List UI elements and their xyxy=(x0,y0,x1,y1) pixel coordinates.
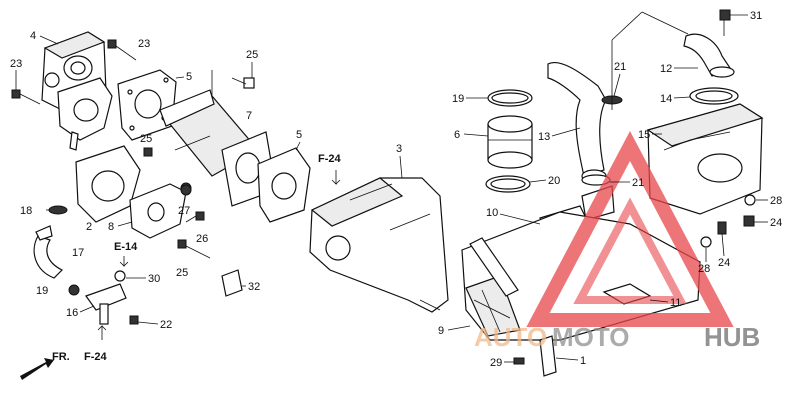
callout-23-left: 23 xyxy=(10,58,22,70)
callout-26: 26 xyxy=(196,233,208,245)
part-9-silencer xyxy=(461,211,701,341)
bolt-24-mid xyxy=(717,221,727,235)
watermark-auto: AUTO xyxy=(474,322,547,352)
callout-18: 18 xyxy=(20,205,32,217)
watermark-triangle xyxy=(526,131,734,327)
bolt-26 xyxy=(185,211,205,223)
bolt-25-bottom xyxy=(177,239,211,259)
part-12-elbow xyxy=(683,33,735,78)
callout-24-mid: 24 xyxy=(718,257,730,269)
part-5-gasket-upper xyxy=(117,69,177,141)
part-3-muffler-body xyxy=(309,177,449,313)
callout-28-right: 28 xyxy=(770,195,782,207)
callout-17: 17 xyxy=(72,247,84,259)
ref-arrow-e14 xyxy=(119,256,129,267)
part-17-hose xyxy=(33,225,64,279)
watermark: AUTO MOTO HUB xyxy=(474,131,760,352)
front-arrow-icon xyxy=(20,358,54,380)
part-5-gasket-lower xyxy=(257,147,311,223)
watermark-hub: HUB xyxy=(704,322,760,352)
callout-25-left: 25 xyxy=(140,133,152,145)
callout-11: 11 xyxy=(670,297,681,309)
callout-28-mid: 28 xyxy=(698,263,710,275)
callout-23-top: 23 xyxy=(138,38,150,50)
callout-25-bottom: 25 xyxy=(176,267,188,279)
part-18-oring xyxy=(48,205,68,215)
part-4-flange xyxy=(57,77,113,151)
part-28-washer-right xyxy=(744,194,756,206)
part-13-tube xyxy=(547,62,607,183)
callout-24-right: 24 xyxy=(770,217,782,229)
callout-4: 4 xyxy=(30,30,36,42)
part-16-fitting xyxy=(68,283,127,325)
part-8-bracket xyxy=(129,183,187,239)
callout-5-lower: 5 xyxy=(296,129,302,141)
callout-31: 31 xyxy=(750,10,762,22)
bolt-24-right xyxy=(743,215,755,227)
ref-arrow-f24-bottom xyxy=(97,325,107,340)
bolt-29 xyxy=(513,357,525,365)
ref-f24-top: F-24 xyxy=(318,153,342,165)
callout-25-top: 25 xyxy=(246,49,258,61)
part-14-ring xyxy=(689,87,739,105)
ref-e14: E-14 xyxy=(114,241,138,253)
part-2-gasket xyxy=(75,145,141,223)
callout-5-upper: 5 xyxy=(186,71,192,83)
part-28-washer-mid xyxy=(700,236,712,248)
callout-21-lower: 21 xyxy=(632,177,644,189)
callout-30: 30 xyxy=(148,273,160,285)
callout-7: 7 xyxy=(246,110,252,122)
part-1-bracket xyxy=(539,335,557,377)
callout-3: 3 xyxy=(396,143,402,155)
part-19-band xyxy=(487,89,533,107)
callout-8: 8 xyxy=(108,221,114,233)
bolt-23-top xyxy=(107,39,137,61)
ref-f24-bottom: F-24 xyxy=(84,351,108,363)
part-30-washer xyxy=(114,270,126,282)
callout-27: 27 xyxy=(178,205,190,217)
callout-20: 20 xyxy=(548,175,560,187)
bolt-25-left xyxy=(143,147,153,157)
callout-32: 32 xyxy=(248,281,260,293)
part-20-clamp xyxy=(485,175,531,193)
callout-16: 16 xyxy=(66,307,78,319)
assembly-lines xyxy=(211,11,689,110)
callout-19-right: 19 xyxy=(452,93,464,105)
callout-15: 15 xyxy=(638,129,650,141)
bolt-31 xyxy=(719,9,731,36)
part-32-clip xyxy=(221,269,243,297)
callout-14: 14 xyxy=(660,93,672,105)
ref-arrow-f24-top xyxy=(331,170,341,185)
watermark-moto: MOTO xyxy=(552,322,630,352)
callout-29: 29 xyxy=(490,357,502,369)
callout-9: 9 xyxy=(438,325,444,337)
callout-6: 6 xyxy=(454,129,460,141)
front-direction-indicator: FR. xyxy=(20,351,70,380)
callout-2: 2 xyxy=(86,221,92,233)
part-27-nut xyxy=(180,184,192,196)
callout-12: 12 xyxy=(660,63,672,75)
part-6-connector xyxy=(487,115,533,169)
callout-21-upper: 21 xyxy=(614,61,626,73)
part-15-airbox xyxy=(646,103,764,215)
bolt-25-top xyxy=(231,77,255,89)
callout-13: 13 xyxy=(538,131,550,143)
front-label: FR. xyxy=(52,351,70,363)
callout-22: 22 xyxy=(160,319,172,331)
callout-1: 1 xyxy=(580,355,586,367)
callout-19-left: 19 xyxy=(36,285,48,297)
part-22-bolt xyxy=(129,315,139,325)
callout-10: 10 xyxy=(486,207,498,219)
bolt-23-left xyxy=(11,89,41,105)
